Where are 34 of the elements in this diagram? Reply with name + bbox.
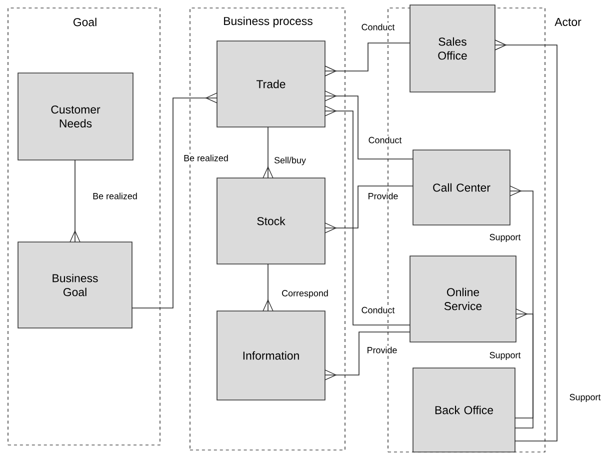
relationship-line [262, 126, 274, 178]
edge-label: Conduct [367, 136, 403, 144]
edge-label: Be realized [92, 192, 138, 200]
relationship-line [324, 42, 410, 76]
entity-box: Information [216, 310, 326, 400]
entity-box: Back Office [412, 368, 516, 452]
edge-label: Provide [366, 346, 398, 354]
edge-label: Support [568, 392, 602, 404]
relationship-line [510, 186, 534, 418]
entity-box: Stock [216, 178, 326, 264]
edge-label: Correspond [280, 288, 330, 300]
relationship-line [324, 90, 414, 160]
relationship-line [324, 332, 410, 380]
relationship-line [324, 106, 410, 326]
relationship-line [262, 264, 274, 312]
entity-box: Sales Office [410, 4, 496, 92]
edge-label: Provide [366, 192, 400, 200]
relationship-line [132, 92, 218, 308]
edge-label: Conduct [360, 306, 396, 314]
relationship-line [514, 308, 534, 428]
entity-box: Customer Needs [18, 72, 134, 160]
entity-box: Business Goal [18, 242, 132, 328]
node-label: Actor [554, 18, 582, 26]
entity-box: Call Center [412, 150, 510, 226]
edge-label: Be realized [182, 154, 230, 162]
entity-box: Trade [216, 40, 326, 128]
edge-label: Sell/buy [273, 156, 307, 166]
relationship-line [494, 40, 558, 442]
relationship-line [70, 160, 80, 242]
edge-label: Support [488, 232, 522, 244]
edge-label: Conduct [360, 22, 396, 32]
edge-label: Support [488, 350, 522, 362]
entity-box: Online Service [410, 256, 516, 342]
relationship-line [324, 186, 414, 234]
